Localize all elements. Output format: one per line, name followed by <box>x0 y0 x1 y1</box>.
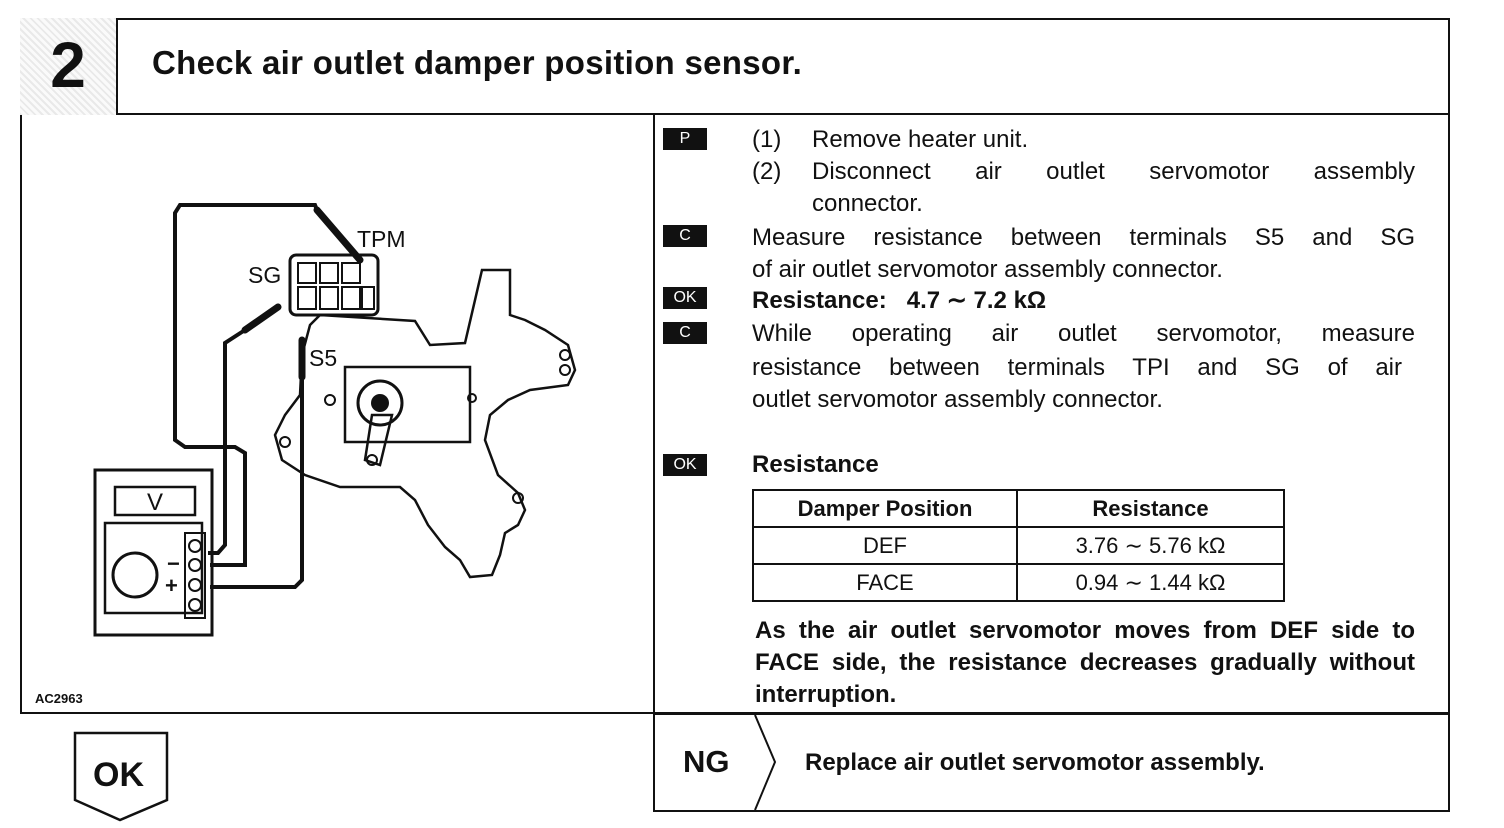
mount-hole <box>324 394 336 406</box>
table-cell: FACE <box>752 563 1018 602</box>
sg-probe <box>241 303 282 334</box>
table-header: Damper Position <box>752 489 1018 528</box>
p-item-1-num: (1) <box>752 126 782 153</box>
table-cell: 0.94 ∼ 1.44 kΩ <box>1016 563 1285 602</box>
table-row: FACE 0.94 ∼ 1.44 kΩ <box>752 563 1285 602</box>
servo-shaft <box>371 394 389 412</box>
test-lead-tpm <box>173 203 319 567</box>
meter-dial <box>111 551 159 599</box>
c1-line-1: Measure resistance between terminals S5 … <box>752 224 1415 251</box>
behavior-note: As the air outlet servomotor moves from … <box>755 617 1415 708</box>
arm-pivot <box>366 454 378 466</box>
ng-label: NG <box>683 744 730 779</box>
connector-pin <box>297 262 317 284</box>
resistance-table: Damper Position Resistance DEF 3.76 ∼ 5.… <box>752 489 1285 602</box>
table-cell: 3.76 ∼ 5.76 kΩ <box>1016 526 1285 565</box>
table-header-row: Damper Position Resistance <box>752 489 1285 528</box>
connector-pin <box>297 286 317 310</box>
p-item-2-cont: connector. <box>812 190 923 217</box>
column-divider <box>653 113 655 812</box>
badge-c1: C <box>663 225 707 247</box>
c2-line-2: resistance between terminals TPI and SG … <box>752 354 1402 381</box>
mount-hole <box>467 393 477 403</box>
label-tpm: TPM <box>357 226 406 252</box>
connector-pin <box>319 262 339 284</box>
c1-line-2: of air outlet servomotor assembly connec… <box>752 256 1223 283</box>
meter-jack <box>188 598 202 612</box>
badge-ok2: OK <box>663 454 707 476</box>
p-item-1-text: Remove heater unit. <box>812 126 1029 153</box>
label-s5: S5 <box>309 345 337 371</box>
connector-pin <box>319 286 339 310</box>
ng-action: Replace air outlet servomotor assembly. <box>805 749 1265 776</box>
c2-line-1: While operating air outlet servomotor, m… <box>752 320 1415 347</box>
tpm-probe <box>313 206 364 264</box>
badge-ok1: OK <box>663 287 707 309</box>
p-item-2-num: (2) <box>752 158 782 185</box>
meter-jack <box>188 578 202 592</box>
meter-plus: + <box>165 573 178 598</box>
connector-housing <box>288 253 380 317</box>
label-sg: SG <box>248 262 281 288</box>
meter-display-text: V <box>147 489 163 516</box>
table-row: DEF 3.76 ∼ 5.76 kΩ <box>752 526 1285 565</box>
mount-hole <box>512 492 524 504</box>
connector-pin <box>341 286 361 310</box>
ng-box <box>653 713 1450 812</box>
badge-c2: C <box>663 322 707 344</box>
voltmeter-body <box>93 468 214 637</box>
table-cell: DEF <box>752 526 1018 565</box>
mount-hole <box>559 364 571 376</box>
test-lead-sg <box>208 328 247 555</box>
ok-arrow-box <box>73 731 169 822</box>
wiring-diagram: TPM SG S5 V − + <box>93 203 577 637</box>
meter-panel <box>103 521 204 615</box>
table-header: Resistance <box>1016 489 1285 528</box>
step-number-box <box>20 18 118 115</box>
ok1-spec: Resistance: 4.7 ∼ 7.2 kΩ <box>752 287 1047 314</box>
connector-pin <box>341 262 361 284</box>
ok2-title: Resistance <box>752 451 879 478</box>
connector-pin <box>361 286 375 310</box>
meter-jack <box>188 539 202 553</box>
servo-gear <box>356 379 404 427</box>
step-number: 2 <box>50 29 86 101</box>
ok-label: OK <box>93 756 144 794</box>
p-item-2-text: Disconnect air outlet servomotor assembl… <box>812 158 1415 185</box>
meter-jack <box>188 558 202 572</box>
c2-line-3: outlet servomotor assembly connector. <box>752 386 1163 413</box>
badge-p: P <box>663 128 707 150</box>
step-title: Check air outlet damper position sensor. <box>152 44 803 81</box>
header-divider <box>20 113 1450 115</box>
meter-display <box>113 485 197 517</box>
mount-hole <box>279 436 291 448</box>
meter-minus: − <box>167 551 180 576</box>
servo-housing <box>343 365 472 444</box>
servo-arm <box>363 413 394 467</box>
figure-id: AC2963 <box>35 691 83 706</box>
meter-jacks <box>184 532 206 619</box>
mount-hole <box>559 349 571 361</box>
ng-chevron <box>754 715 777 810</box>
